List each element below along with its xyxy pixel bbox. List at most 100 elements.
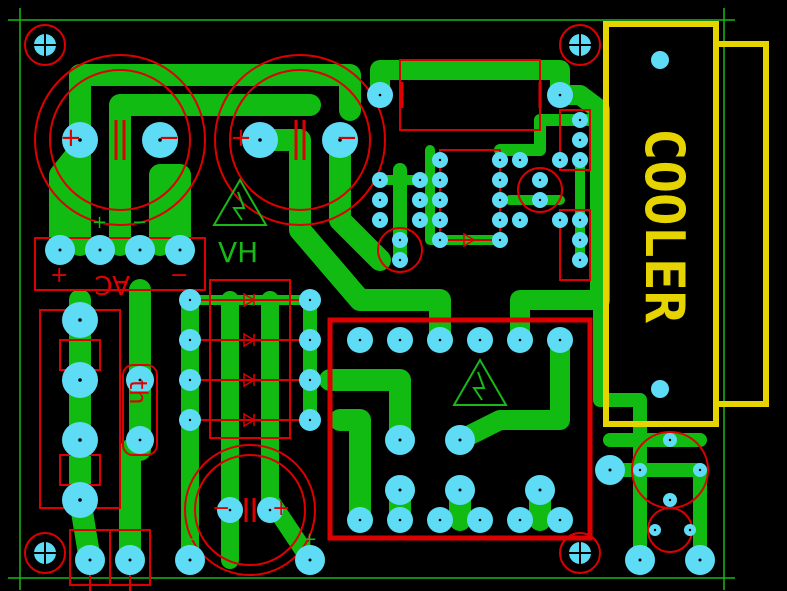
pad-drill-hole xyxy=(78,318,82,322)
pad-drill-hole xyxy=(308,418,312,422)
pad-drill-hole xyxy=(438,338,442,342)
cap3-top-plus: + xyxy=(302,529,317,550)
cooler-heatsink xyxy=(603,21,769,427)
pad-drill-hole xyxy=(358,338,362,342)
pad-drill-hole xyxy=(458,438,462,442)
pad-drill-hole xyxy=(228,508,232,512)
pad-drill-hole xyxy=(438,158,442,162)
pad-drill-hole xyxy=(398,338,402,342)
pad-drill-hole xyxy=(578,158,582,162)
cap2-minus: − xyxy=(336,123,358,153)
diode-symbol-icon xyxy=(243,232,476,428)
pad-drill-hole xyxy=(638,558,642,562)
pad-drill-hole xyxy=(398,258,402,262)
capacitor-outline-3 xyxy=(184,444,316,576)
pad-drill-hole xyxy=(438,218,442,222)
pad-drill-hole xyxy=(578,138,582,142)
pad-drill-hole xyxy=(608,468,612,472)
pad-drill-hole xyxy=(478,338,482,342)
cap2-plus: + xyxy=(230,123,252,153)
pad-drill-hole xyxy=(668,438,672,442)
pad-drill-hole xyxy=(358,518,362,522)
pad-drill-hole xyxy=(78,438,82,442)
cooler-pad-bottom xyxy=(651,380,669,398)
pad-drill-hole xyxy=(698,558,702,562)
pad-drill-hole xyxy=(558,158,562,162)
pad-drill-hole xyxy=(478,518,482,522)
ac-plus: + xyxy=(50,263,68,288)
polarity-marks: + − + − + − + − xyxy=(50,123,358,521)
pad-drill-hole xyxy=(188,558,192,562)
pad-drill-hole xyxy=(418,218,422,222)
pad-drill-hole xyxy=(398,438,402,442)
bridge-rectifier-outline xyxy=(209,279,291,439)
pad-drill-hole xyxy=(498,158,502,162)
pad-drill-hole xyxy=(88,558,92,562)
pad-drill-hole xyxy=(558,338,562,342)
ac-top-plus: + xyxy=(92,212,107,233)
pad-drill-hole xyxy=(578,118,582,122)
pad-drill-hole xyxy=(178,248,182,252)
pad-drill-hole xyxy=(188,338,192,342)
cap3-minus: − xyxy=(212,496,230,521)
pad-drill-hole xyxy=(538,488,542,492)
pad-drill-hole xyxy=(308,558,312,562)
pad-drill-hole xyxy=(438,178,442,182)
pad-drill-hole xyxy=(558,518,562,522)
pad-drill-hole xyxy=(378,93,382,97)
pad-drill-hole xyxy=(258,138,262,142)
pad-drill-hole xyxy=(578,238,582,242)
pads xyxy=(45,82,715,575)
thermistor-outline xyxy=(122,364,158,456)
mounting-hole-icon xyxy=(34,34,591,564)
pad-drill-hole xyxy=(538,198,542,202)
pad-drill-hole xyxy=(438,518,442,522)
ac-minus: − xyxy=(170,263,188,288)
pad-drill-hole xyxy=(638,468,642,472)
high-voltage-warning-icon xyxy=(212,178,508,406)
relay-outline xyxy=(327,317,593,541)
pad-drill-hole xyxy=(98,248,102,252)
pad-drill-hole xyxy=(418,178,422,182)
pad-drill-hole xyxy=(268,508,272,512)
cooler-label: COOLER xyxy=(633,128,696,324)
pad-drill-hole xyxy=(558,93,562,97)
pad-drill-hole xyxy=(398,238,402,242)
pad-drill-hole xyxy=(188,298,192,302)
pad-drill-hole xyxy=(418,198,422,202)
pad-drill-hole xyxy=(498,218,502,222)
silkscreen xyxy=(24,24,709,586)
top-polarity-marks: + − − + xyxy=(92,212,317,550)
pad-drill-hole xyxy=(58,248,62,252)
pad-drill-hole xyxy=(188,418,192,422)
pad-drill-hole xyxy=(308,378,312,382)
pad-drill-hole xyxy=(558,218,562,222)
cooler-pad-top xyxy=(651,51,669,69)
pad-drill-hole xyxy=(78,378,82,382)
pad-drill-hole xyxy=(498,238,502,242)
pad-drill-hole xyxy=(438,198,442,202)
vh-label: VH xyxy=(218,236,258,269)
pad-drill-hole xyxy=(458,488,462,492)
pad-drill-hole xyxy=(378,178,382,182)
ac-connector-outline xyxy=(34,237,206,291)
pad-drill-hole xyxy=(78,498,82,502)
pad-drill-hole xyxy=(338,138,342,142)
pad-drill-hole xyxy=(688,528,692,532)
pad-drill-hole xyxy=(138,248,142,252)
pad-drill-hole xyxy=(518,518,522,522)
pad-drill-hole xyxy=(398,488,402,492)
ac-label: AC xyxy=(95,269,130,299)
pad-drill-hole xyxy=(578,218,582,222)
pad-drill-hole xyxy=(538,178,542,182)
pad-drill-hole xyxy=(498,198,502,202)
ac-top-minus: − xyxy=(132,212,147,233)
pad-drill-hole xyxy=(128,558,132,562)
pad-drill-hole xyxy=(138,438,142,442)
pad-drill-hole xyxy=(398,518,402,522)
pad-drill-hole xyxy=(188,378,192,382)
pad-drill-hole xyxy=(438,238,442,242)
electrolytic-capacitor-icon xyxy=(114,82,542,522)
pad-drill-hole xyxy=(518,338,522,342)
